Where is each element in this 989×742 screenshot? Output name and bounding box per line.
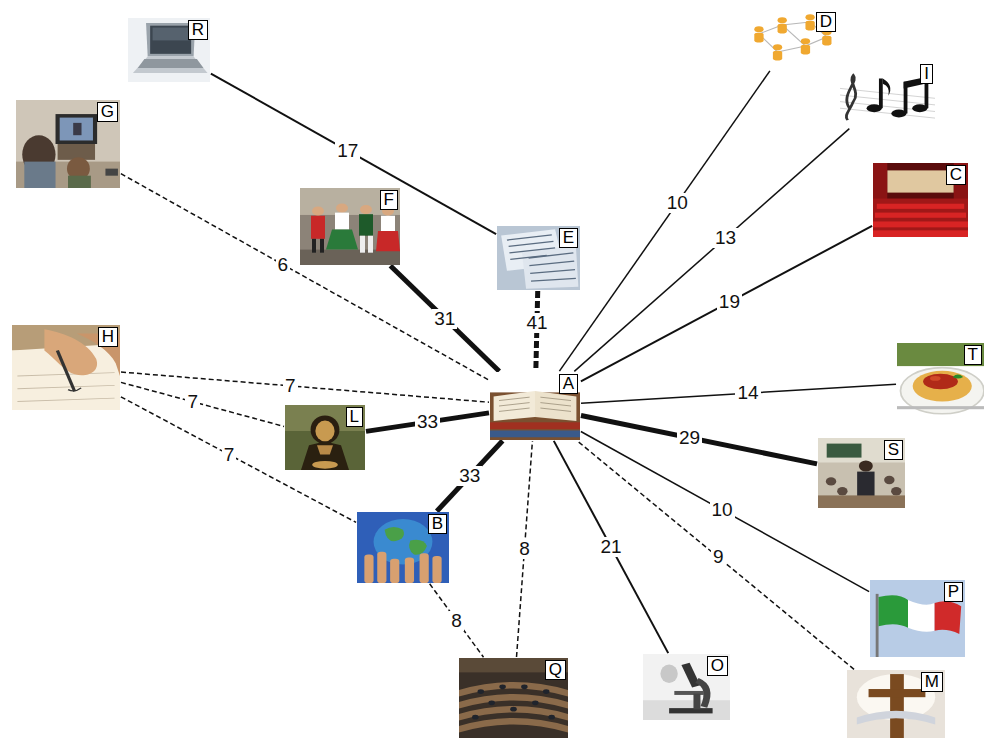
network-node: H <box>12 325 120 410</box>
network-node: Q <box>459 658 568 738</box>
weighted-link <box>581 384 896 403</box>
edge-weight: 7 <box>222 445 237 465</box>
weighted-link <box>559 71 769 371</box>
weighted-link <box>581 415 817 463</box>
edge-weight: 10 <box>710 500 735 520</box>
edge-weight: 8 <box>449 611 464 631</box>
edge-weight: 41 <box>524 313 549 333</box>
network-node: M <box>847 670 945 738</box>
network-node: D <box>745 10 838 70</box>
node-letter: C <box>946 165 966 185</box>
edge-weight: 33 <box>457 466 482 486</box>
node-letter: A <box>559 374 578 394</box>
node-letter: R <box>188 20 208 40</box>
network-node: I <box>840 62 935 128</box>
node-letter: I <box>920 64 933 84</box>
weighted-link <box>574 129 849 372</box>
network-node: A <box>490 372 580 440</box>
weighted-link <box>554 441 668 653</box>
weighted-link <box>121 382 284 426</box>
node-letter: T <box>964 345 982 365</box>
edge-weight: 7 <box>283 376 298 396</box>
node-letter: S <box>884 440 903 460</box>
weighted-link <box>437 441 503 512</box>
network-node: R <box>128 18 210 82</box>
edge-weight: 19 <box>717 292 742 312</box>
edge-weight: 33 <box>415 412 440 432</box>
network-node: S <box>818 438 905 508</box>
weighted-link <box>121 174 489 381</box>
weighted-link <box>211 74 496 235</box>
node-letter: F <box>380 190 398 210</box>
node-letter: P <box>944 582 963 602</box>
node-letter: H <box>98 327 118 347</box>
node-letter: Q <box>545 660 566 680</box>
node-letter: D <box>816 12 836 32</box>
edge-weight: 9 <box>711 547 726 567</box>
network-node: P <box>870 580 965 657</box>
edge-weight: 8 <box>517 539 532 559</box>
network-node: L <box>285 405 365 470</box>
weighted-link <box>577 441 854 670</box>
network-node: O <box>643 654 730 720</box>
node-letter: O <box>707 656 728 676</box>
weighted-link <box>366 413 489 431</box>
edge-weight: 31 <box>432 309 457 329</box>
network-node: B <box>357 512 449 583</box>
network-node: E <box>497 226 580 290</box>
network-node: C <box>873 163 968 237</box>
weighted-link <box>536 291 538 371</box>
edge-weight: 29 <box>677 428 702 448</box>
edge-weight: 13 <box>713 228 738 248</box>
weighted-link <box>581 226 872 382</box>
node-letter: B <box>428 514 447 534</box>
edge-weight: 17 <box>335 141 360 161</box>
network-node: F <box>300 188 400 265</box>
edge-weight: 21 <box>598 537 623 557</box>
edge-weight: 14 <box>735 383 760 403</box>
edge-weight: 10 <box>665 193 690 213</box>
weighted-link <box>517 441 533 657</box>
network-node: T <box>897 343 984 420</box>
node-letter: L <box>346 407 363 427</box>
node-letter: G <box>97 102 118 122</box>
edge-weight: 6 <box>276 255 291 275</box>
edge-weight: 7 <box>185 392 200 412</box>
network-node: G <box>16 100 120 188</box>
node-letter: E <box>559 228 578 248</box>
node-letter: M <box>921 672 943 692</box>
weighted-link <box>390 266 499 372</box>
weighted-link <box>430 584 484 657</box>
